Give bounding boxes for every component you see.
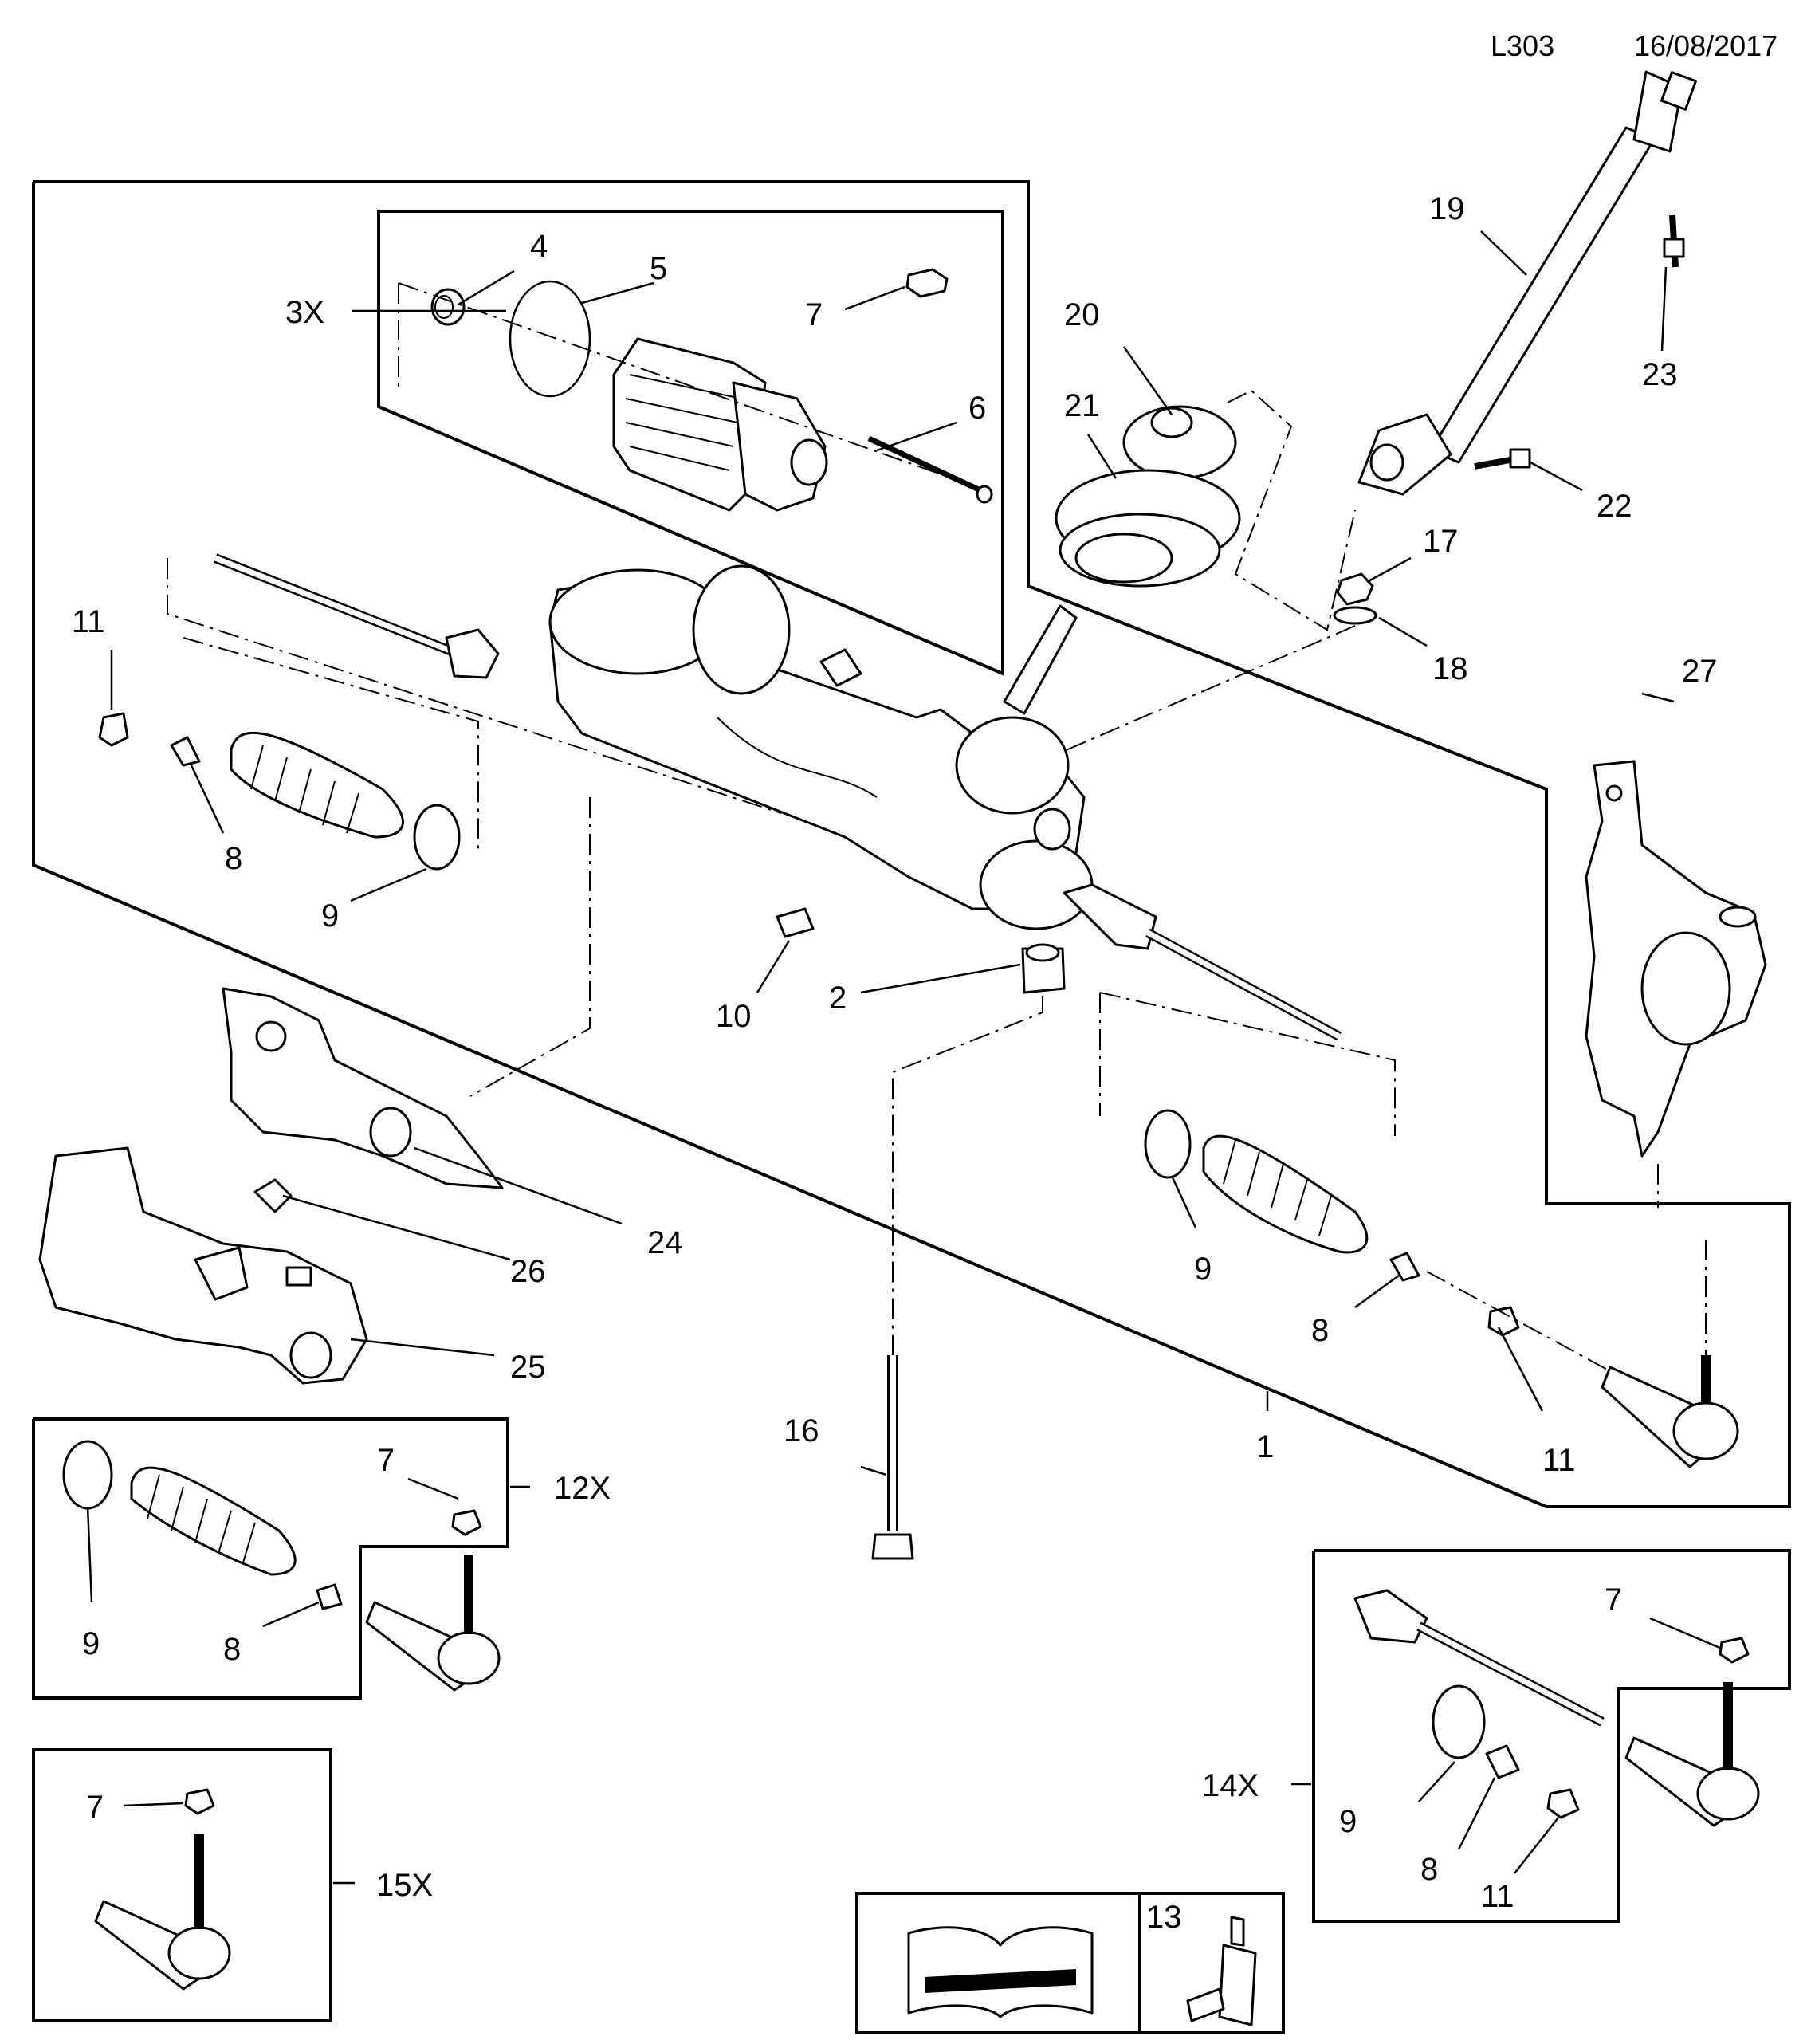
assembly-outline	[32, 180, 1791, 1508]
callout-19: 19	[1429, 191, 1465, 226]
callout-11-14x: 11	[1481, 1879, 1514, 1914]
steering-knuckle-27	[1585, 760, 1767, 1158]
bracket-24	[222, 987, 504, 1189]
bushing-4	[430, 288, 466, 326]
bolt-26	[253, 1178, 293, 1213]
callout-8-12x: 8	[223, 1632, 241, 1667]
callout-9-12x: 9	[82, 1626, 100, 1661]
callout-26: 26	[510, 1254, 546, 1289]
callout-23: 23	[1642, 357, 1678, 392]
inner-tie-rod-left	[213, 553, 500, 679]
callout-18: 18	[1432, 651, 1468, 686]
bushing-2	[1021, 943, 1066, 994]
callout-16: 16	[784, 1413, 819, 1448]
kit12-outer-tie-rod	[365, 1555, 501, 1692]
callout-2: 2	[829, 981, 847, 1016]
lubricant-bottle-icon	[1186, 1916, 1257, 2026]
clamp-9-left	[413, 804, 461, 871]
kit12-boot	[130, 1466, 297, 1576]
outer-tie-rod-right	[1601, 1355, 1739, 1468]
callout-22: 22	[1597, 489, 1632, 524]
callout-7-12x: 7	[377, 1443, 395, 1478]
callout-25: 25	[510, 1350, 546, 1385]
callout-8-14x: 8	[1420, 1852, 1438, 1887]
nut-7	[906, 268, 949, 298]
seal-20	[1122, 405, 1237, 480]
bolt-22	[1474, 448, 1531, 470]
bolt-23	[1663, 214, 1685, 268]
bracket-25	[38, 1146, 368, 1385]
kit14-nut-11	[1546, 1788, 1580, 1819]
legend-box	[855, 1892, 1285, 2034]
motor-housing	[612, 337, 828, 512]
clamp-8-left	[170, 736, 201, 767]
o-ring-5	[509, 280, 591, 398]
diagram-date: 16/08/2017	[1634, 29, 1778, 62]
service-manual-wrench-icon	[907, 1926, 1094, 2018]
callout-8-right: 8	[1311, 1313, 1329, 1348]
diagram-code: L303	[1491, 29, 1554, 62]
callout-9-14x: 9	[1339, 1804, 1357, 1839]
intermediate-shaft-19	[1357, 70, 1698, 496]
nut-11-left	[98, 712, 129, 747]
callout-11-right: 11	[1542, 1443, 1576, 1478]
boot-21	[1055, 469, 1241, 588]
kit15-outer-tie-rod	[94, 1834, 231, 1991]
callout-14x: 14X	[1202, 1768, 1259, 1803]
callout-3x: 3X	[285, 295, 324, 330]
callout-6: 6	[968, 391, 986, 426]
callout-7-15x: 7	[86, 1790, 104, 1825]
boot-right	[1202, 1134, 1369, 1254]
bolt-16	[871, 1355, 914, 1560]
motor-kit-box	[377, 210, 1004, 677]
callout-12x: 12X	[554, 1471, 611, 1506]
nut-11-right	[1487, 1306, 1520, 1337]
callout-5: 5	[650, 251, 667, 286]
sleeve-10	[776, 907, 815, 938]
callout-4: 4	[530, 229, 548, 264]
leader-lines	[86, 230, 1723, 1885]
callout-7: 7	[805, 297, 823, 332]
kit12-clamp-9	[62, 1440, 113, 1510]
callout-24: 24	[647, 1225, 683, 1260]
kit-15x-box	[32, 1748, 332, 2022]
clamp-9-right	[1144, 1109, 1192, 1179]
kit14-inner-tie-rod	[1353, 1589, 1605, 1727]
washer-18	[1333, 606, 1377, 625]
callout-13: 13	[1146, 1900, 1182, 1935]
steering-gear-housing	[548, 564, 1094, 930]
callout-20: 20	[1064, 297, 1100, 332]
callout-9-right: 9	[1194, 1252, 1212, 1287]
callout-9: 9	[321, 898, 339, 934]
kit-12x-box	[32, 1417, 509, 1700]
kit-14x-box	[1312, 1549, 1791, 1923]
nut-17	[1336, 572, 1374, 606]
callout-15x: 15X	[376, 1868, 433, 1903]
callout-labels: 4 5 7 6 3X 20 21 19 23 22 17 18 27 11 8 …	[72, 191, 1718, 1935]
callout-7-14x: 7	[1605, 1582, 1622, 1618]
kit14-outer-tie-rod	[1624, 1682, 1760, 1827]
boot-left	[230, 731, 404, 839]
kit14-clamp-8	[1485, 1744, 1520, 1779]
kit12-nut-7	[451, 1509, 482, 1536]
callout-1: 1	[1256, 1429, 1274, 1464]
callout-27: 27	[1682, 654, 1718, 689]
kit12-clamp-8	[316, 1583, 343, 1610]
callout-11: 11	[72, 604, 105, 639]
clamp-8-right	[1389, 1252, 1420, 1282]
callout-10: 10	[716, 999, 752, 1034]
kit15-nut-7	[184, 1788, 215, 1815]
callout-8: 8	[225, 841, 242, 876]
callout-21: 21	[1064, 388, 1100, 423]
callout-17: 17	[1423, 524, 1459, 559]
kit14-nut-7	[1719, 1637, 1750, 1664]
inner-tie-rod-right	[1063, 883, 1342, 1041]
kit14-clamp-9	[1432, 1684, 1486, 1759]
